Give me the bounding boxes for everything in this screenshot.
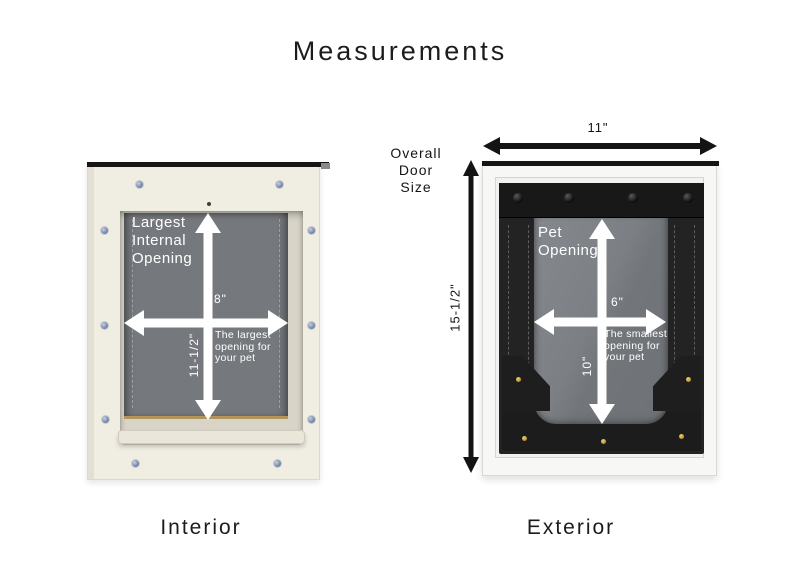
screw-icon xyxy=(132,460,139,467)
exterior-caption: Exterior xyxy=(526,516,616,539)
gold-rivet-icon xyxy=(516,377,521,382)
stitch-line xyxy=(508,225,509,375)
rivet-icon xyxy=(513,193,523,203)
overall-width-value: 11" xyxy=(587,120,609,135)
overall-height-value: 15-1/2" xyxy=(447,283,463,332)
door-top-strip xyxy=(482,161,719,166)
door-top-strip-end xyxy=(321,163,330,169)
screw-icon xyxy=(308,227,315,234)
flap-top-bar xyxy=(499,183,704,218)
screw-icon xyxy=(102,416,109,423)
page-title: Measurements xyxy=(292,36,508,66)
interior-note: The largest opening for your pet xyxy=(215,329,271,364)
exterior-door-image: Pet Opening 6" 10" The smallest opening … xyxy=(482,161,719,476)
stitch-line xyxy=(528,225,529,375)
screw-icon xyxy=(136,181,143,188)
gold-rivet-icon xyxy=(522,436,527,441)
screw-icon xyxy=(308,416,315,423)
exterior-note: The smallest opening for your pet xyxy=(604,328,668,363)
screw-icon xyxy=(276,181,283,188)
interior-width-arrow-icon xyxy=(124,310,288,336)
pivot-hole xyxy=(207,202,211,206)
exterior-width-value: 6" xyxy=(611,295,624,309)
stitch-line xyxy=(674,225,675,375)
interior-caption: Interior xyxy=(160,516,242,539)
exterior-height-value: 10" xyxy=(580,355,594,377)
interior-height-value: 11-1/2" xyxy=(187,332,201,378)
overall-size-label: Overall Door Size xyxy=(390,145,442,195)
interior-width-value: 8" xyxy=(214,292,227,306)
screw-icon xyxy=(308,322,315,329)
gold-rivet-icon xyxy=(601,439,606,444)
interior-opening-label: Largest Internal Opening xyxy=(132,214,193,267)
rivet-icon xyxy=(564,193,574,203)
screw-icon xyxy=(101,227,108,234)
gold-rivet-icon xyxy=(679,434,684,439)
interior-door-image: Largest Internal Opening 8" 11-1/2" The … xyxy=(87,162,330,480)
exterior-width-arrow-icon xyxy=(534,309,666,335)
door-edge xyxy=(88,164,94,479)
exterior-opening-label: Pet Opening xyxy=(538,224,599,259)
overall-width-arrow-icon xyxy=(483,137,717,155)
screw-icon xyxy=(274,460,281,467)
rivet-icon xyxy=(628,193,638,203)
rivet-icon xyxy=(683,193,693,203)
interior-height-arrow-icon xyxy=(195,213,221,420)
screw-icon xyxy=(101,322,108,329)
door-sill xyxy=(118,430,305,444)
door-top-strip xyxy=(87,162,329,167)
stitch-line xyxy=(694,225,695,375)
gold-rivet-icon xyxy=(686,377,691,382)
overall-height-arrow-icon xyxy=(463,160,479,473)
